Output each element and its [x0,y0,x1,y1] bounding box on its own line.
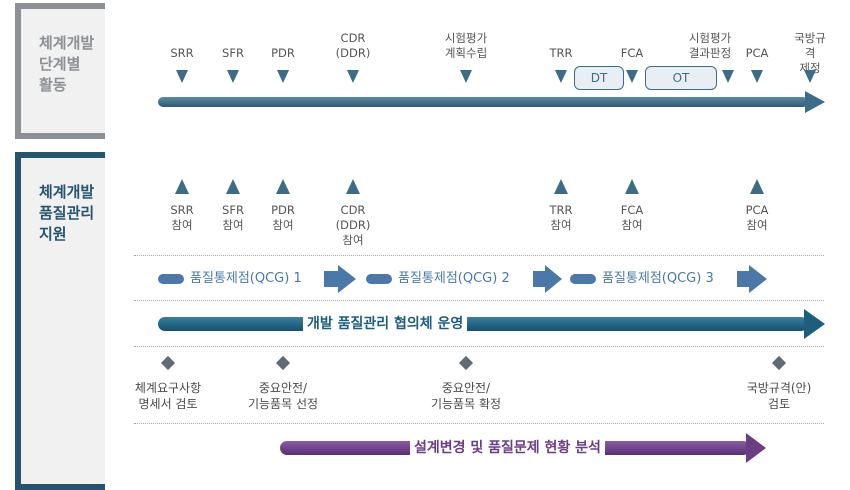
activities-panel-label: 체계개발 단계별 활동 [39,34,95,94]
milestone-marker-icon [804,70,816,83]
council-arrow [158,309,825,339]
quality-support-panel-label: 체계개발 품질관리 지원 [39,183,95,243]
participation-sfr: SFR 참여 [222,203,244,232]
row-divider [134,423,824,424]
qcg-2-label: 품질통제점(QCG) 2 [398,271,510,286]
participation-fca: FCA 참여 [620,203,644,232]
participation-marker-icon [750,179,764,194]
milestone-fca: FCA [620,46,644,60]
qcg-2-arrow [366,265,562,293]
milestone-test-result: 시험평가 결과판정 [688,31,732,60]
milestone-srr: SRR [170,46,194,60]
milestone-pdr: PDR [271,46,295,60]
participation-marker-icon [175,179,189,194]
participation-marker-icon [625,179,639,194]
participation-marker-icon [554,179,568,194]
qcg-3-label: 품질통제점(QCG) 3 [602,271,714,286]
participation-trr: TRR 참여 [549,203,573,232]
milestone-cdr: CDR (DDR) [335,31,371,60]
participation-marker-icon [276,179,290,194]
milestone-marker-icon [347,70,359,83]
milestone-marker-icon [277,70,289,83]
milestone-pca: PCA [745,46,769,60]
milestone-marker-icon [722,70,734,83]
review-critical-confirm: 중요안전/ 기능품목 확정 [430,381,502,411]
council-label: 개발 품질관리 협의체 운영 [303,315,468,333]
participation-marker-icon [346,179,360,194]
row-divider [134,346,824,347]
milestone-sfr: SFR [222,46,244,60]
row-divider [134,255,824,256]
review-spec-draft: 국방규격(안) 검토 [746,381,812,411]
qcg-1-arrow [158,265,356,293]
milestone-marker-icon [626,70,638,83]
milestone-test-plan: 시험평가 계획수립 [444,31,488,60]
review-requirements: 체계요구사항 명세서 검토 [134,381,202,411]
ot-box: OT [645,66,717,90]
review-critical-select: 중요안전/ 기능품목 선정 [247,381,319,411]
milestone-marker-icon [555,70,567,83]
participation-pdr: PDR 참여 [271,203,295,232]
milestone-marker-icon [460,70,472,83]
participation-cdr: CDR (DDR) 참여 [335,203,371,247]
milestone-marker-icon [176,70,188,83]
participation-pca: PCA 참여 [745,203,769,232]
qcg-1-label: 품질통제점(QCG) 1 [190,271,302,286]
timeline-arrow [158,91,825,113]
activities-panel: 체계개발 단계별 활동 [15,3,105,139]
milestone-marker-icon [751,70,763,83]
milestone-marker-icon [227,70,239,83]
analysis-label: 설계변경 및 품질문제 현황 분석 [410,439,605,457]
participation-srr: SRR 참여 [170,203,194,232]
row-divider [134,300,824,301]
qcg-3-arrow [570,265,767,293]
participation-marker-icon [226,179,240,194]
dt-box: DT [574,66,624,90]
milestone-trr: TRR [549,46,573,60]
